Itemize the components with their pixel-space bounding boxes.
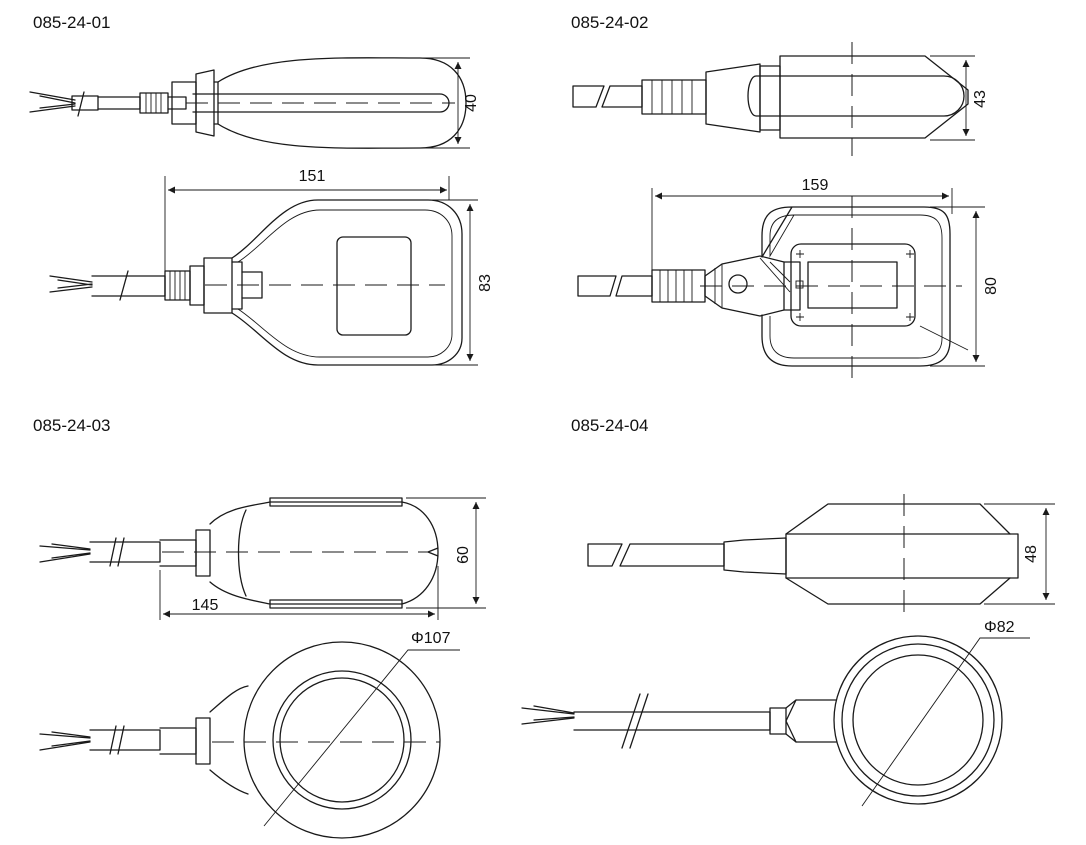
part-label-085-24-02: 085-24-02: [571, 13, 649, 32]
dim-diameter-085-24-03: Φ107: [411, 630, 451, 647]
top-view-085-24-04: Φ82: [521, 619, 1030, 807]
dim-length-085-24-01: 151: [299, 168, 326, 185]
dim-width-085-24-01: 83: [477, 274, 494, 292]
dim-length-085-24-03: 145: [192, 597, 219, 614]
drawing-085-24-04: 085-24-04 48 Φ82: [521, 416, 1055, 807]
top-view-085-24-02: 159 80: [577, 177, 1000, 378]
side-view-085-24-03: 60 145: [39, 497, 486, 620]
dim-height-085-24-03: 60: [455, 546, 472, 564]
dim-width-085-24-02: 80: [983, 277, 1000, 295]
side-view-085-24-01: 40: [29, 57, 480, 149]
part-label-085-24-04: 085-24-04: [571, 416, 649, 435]
drawing-085-24-01: 085-24-01 40 151 83: [29, 13, 494, 366]
drawing-085-24-03: 085-24-03 60 145: [33, 416, 486, 839]
side-view-085-24-02: 43: [572, 42, 989, 156]
side-view-085-24-04: 48: [587, 494, 1055, 616]
dim-length-085-24-02: 159: [802, 177, 829, 194]
top-view-085-24-01: 151 83: [49, 168, 494, 366]
top-view-085-24-03: Φ107: [39, 630, 460, 839]
drawing-085-24-02: 085-24-02 43 159 80: [571, 13, 1000, 378]
dim-height-085-24-02: 43: [972, 90, 989, 108]
dim-height-085-24-01: 40: [463, 94, 480, 112]
dim-height-085-24-04: 48: [1023, 545, 1040, 563]
dim-diameter-085-24-04: Φ82: [984, 619, 1015, 636]
part-label-085-24-03: 085-24-03: [33, 416, 111, 435]
part-label-085-24-01: 085-24-01: [33, 13, 111, 32]
